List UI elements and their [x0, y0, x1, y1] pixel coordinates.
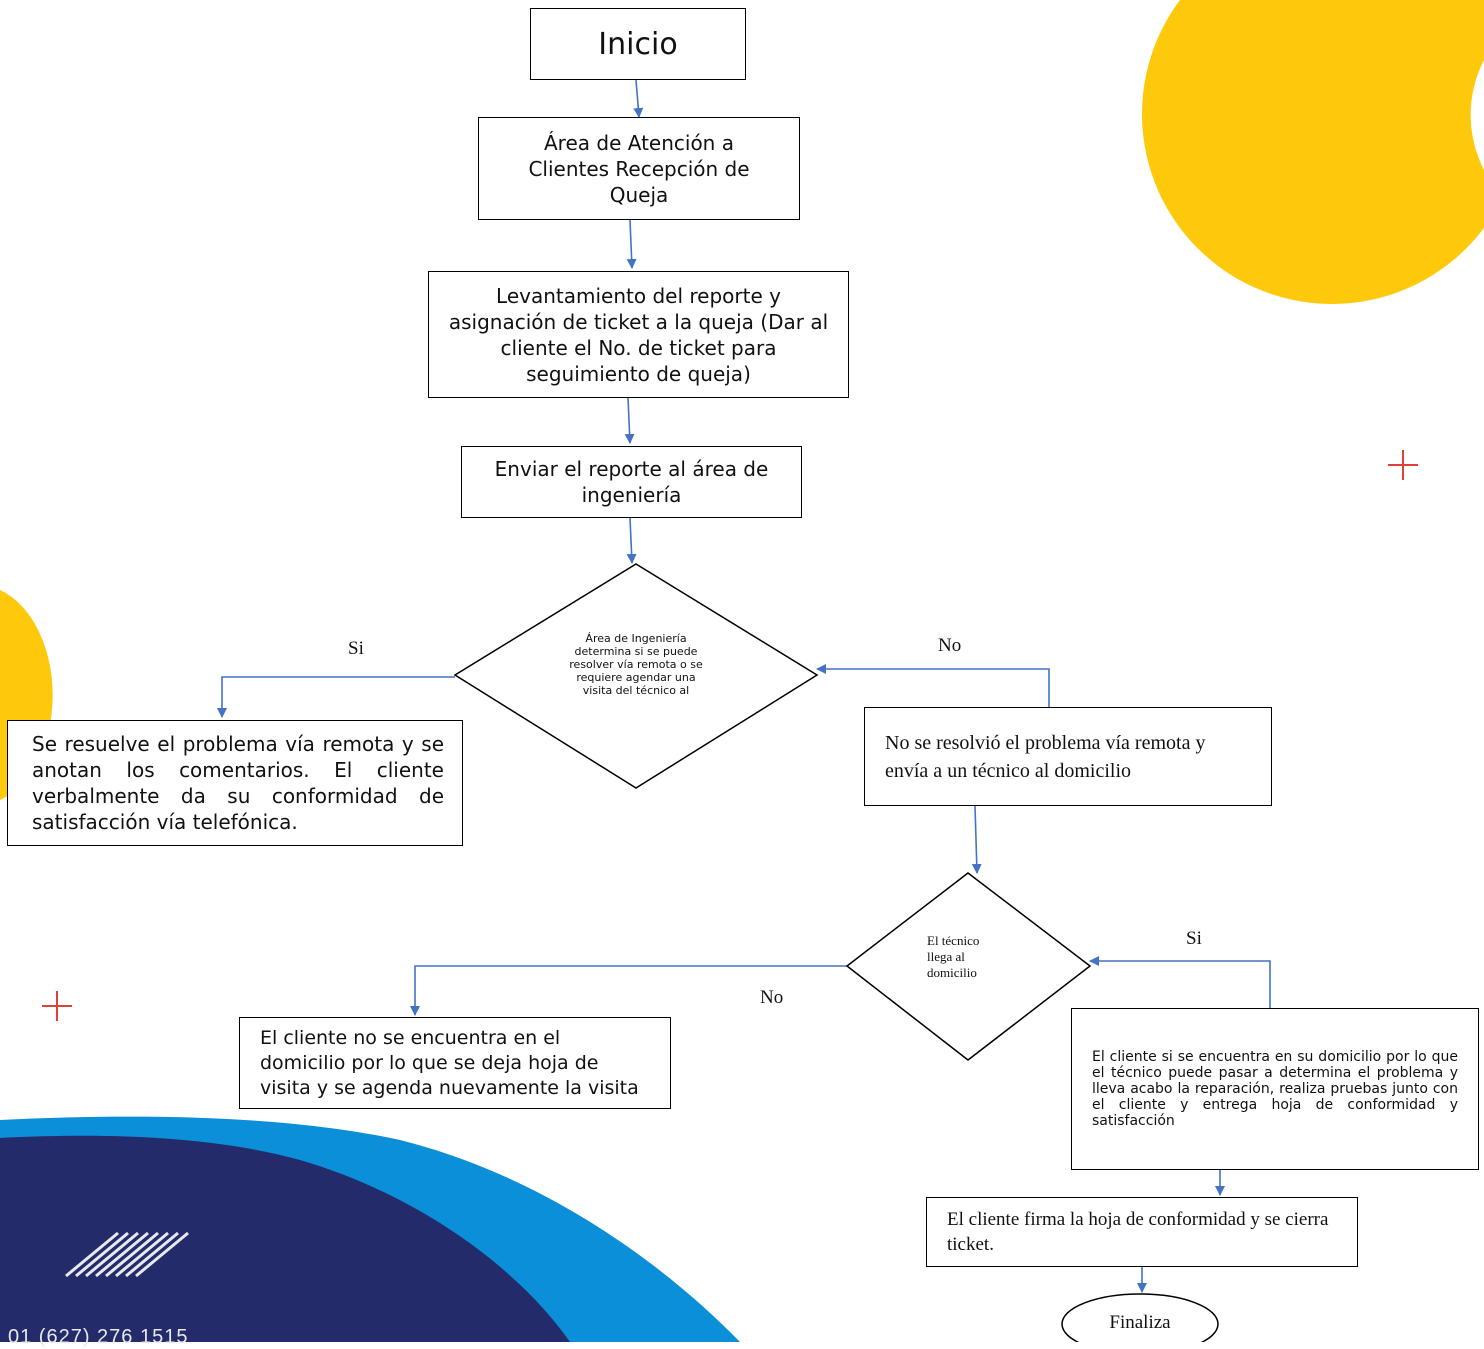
arrow-si-encuentra-decision2 — [1089, 956, 1271, 1008]
start-text: Inicio — [598, 26, 678, 62]
arrow-levantamiento-enviar — [624, 397, 635, 444]
process-firma: El cliente firma la hoja de conformidad … — [926, 1197, 1358, 1267]
edge-label-si-decision2: Si — [1186, 928, 1202, 949]
process-atencion-text: Área de Atención a Clientes Recepción de… — [528, 130, 750, 207]
process-firma-text: El cliente firma la hoja de conformidad … — [947, 1209, 1329, 1255]
process-remota: Se resuelve el problema vía remota y se … — [7, 720, 463, 846]
footer-phone: 01 (627) 276 1515 — [8, 1326, 189, 1348]
process-atencion: Área de Atención a Clientes Recepción de… — [478, 117, 800, 220]
terminal-finaliza-shape — [1061, 1293, 1219, 1342]
yellow-ring-shape — [1142, 0, 1484, 304]
process-enviar-text: Enviar el reporte al área de ingeniería — [494, 457, 769, 507]
hatch-lines-icon — [65, 1231, 189, 1278]
arrow-atencion-levantamiento — [626, 219, 637, 269]
edge-label-no-decision2: No — [760, 987, 784, 1008]
plus-icon-right — [1388, 450, 1418, 480]
terminal-finaliza-text: Finaliza — [1109, 1312, 1171, 1333]
process-si-encuentra: El cliente si se encuentra en su domicil… — [1071, 1008, 1479, 1170]
process-no-encuentra: El cliente no se encuentra en el domicil… — [239, 1017, 671, 1109]
process-no-encuentra-text: El cliente no se encuentra en el domicil… — [260, 1026, 639, 1099]
arrow-no-resolvio-decision1 — [816, 664, 1050, 707]
edge-label-no-decision1: No — [938, 635, 962, 656]
process-no-resolvio: No se resolvió el problema vía remota y … — [864, 707, 1272, 806]
decision-diamond-ingenieria — [453, 563, 819, 789]
arrow-enviar-decision1 — [626, 517, 637, 564]
edge-label-si-remota: Si — [348, 638, 364, 659]
process-si-encuentra-text: El cliente si se encuentra en su domicil… — [1092, 1049, 1458, 1129]
arrow-decision1-remota — [217, 676, 455, 718]
arrow-decision2-no-encuentra — [410, 965, 848, 1016]
arrow-no-resolvio-decision2 — [971, 805, 982, 874]
arrow-inicio-atencion — [633, 79, 644, 118]
decision-tecnico-text: El técnico llega al domicilio — [927, 933, 980, 980]
plus-icon-left — [42, 991, 72, 1021]
navy-wave-shape — [0, 1135, 570, 1342]
start-box: Inicio — [530, 8, 746, 80]
decision-ingenieria-text: Área de Ingeniería determina si se puede… — [569, 632, 703, 697]
decision-diamond-tecnico — [845, 872, 1092, 1061]
process-levantamiento: Levantamiento del reporte y asignación d… — [428, 271, 849, 398]
process-no-resolvio-text: No se resolvió el problema vía remota y … — [885, 731, 1206, 782]
process-enviar: Enviar el reporte al área de ingeniería — [461, 446, 802, 518]
process-levantamiento-text: Levantamiento del reporte y asignación d… — [448, 283, 829, 386]
process-remota-text: Se resuelve el problema vía remota y se … — [32, 732, 444, 834]
